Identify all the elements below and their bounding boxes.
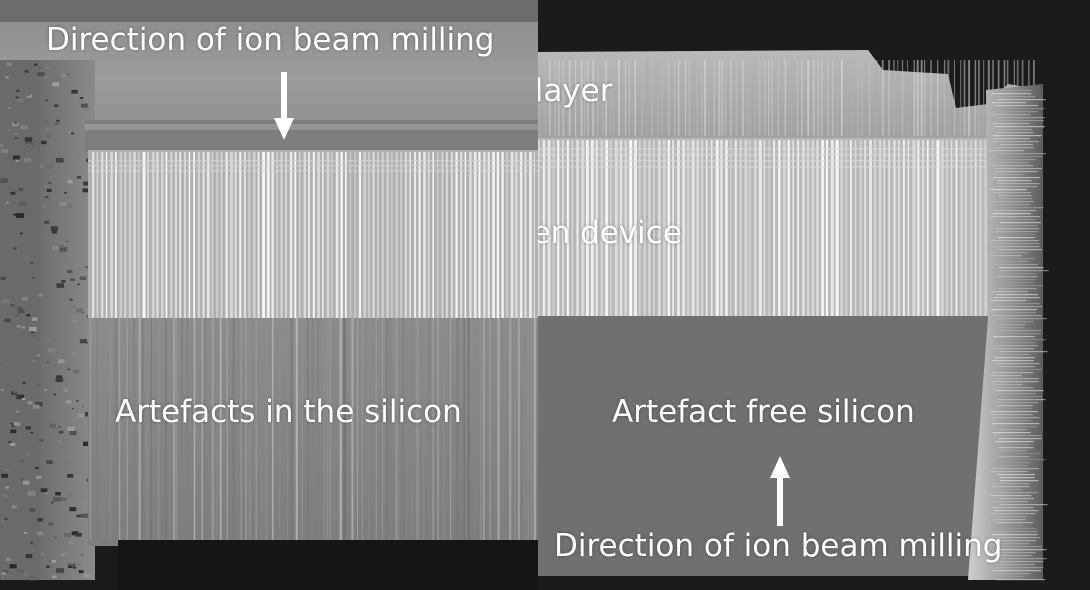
right-edge-texture [990,90,1049,581]
right-bottom-label: Direction of ion beam milling [554,528,1003,564]
left-silicon-artefacts [90,318,540,540]
left-device-pillars [88,152,540,318]
right-sem-panel: Pt layer Tungsten device Artefact free s… [538,0,1090,590]
tungsten-device-label: Tungsten device [538,215,682,251]
left-silicon [88,318,540,546]
right-sem-image [538,0,1090,590]
left-edge-texture [0,62,95,581]
right-milling-arrow [770,456,790,526]
left-top-label: Direction of ion beam milling [46,22,495,58]
right-silicon-label: Artefact free silicon [612,394,915,430]
left-sem-panel: Direction of ion beam milling Artefacts … [0,0,540,590]
left-bottom-void [118,540,540,590]
left-sem-image [0,0,540,590]
left-silicon-label: Artefacts in the silicon [115,394,462,430]
right-silicon [538,316,988,576]
right-device-pillars [538,140,988,316]
left-milling-arrow [274,72,294,140]
pt-layer-label: Pt layer [538,73,613,109]
